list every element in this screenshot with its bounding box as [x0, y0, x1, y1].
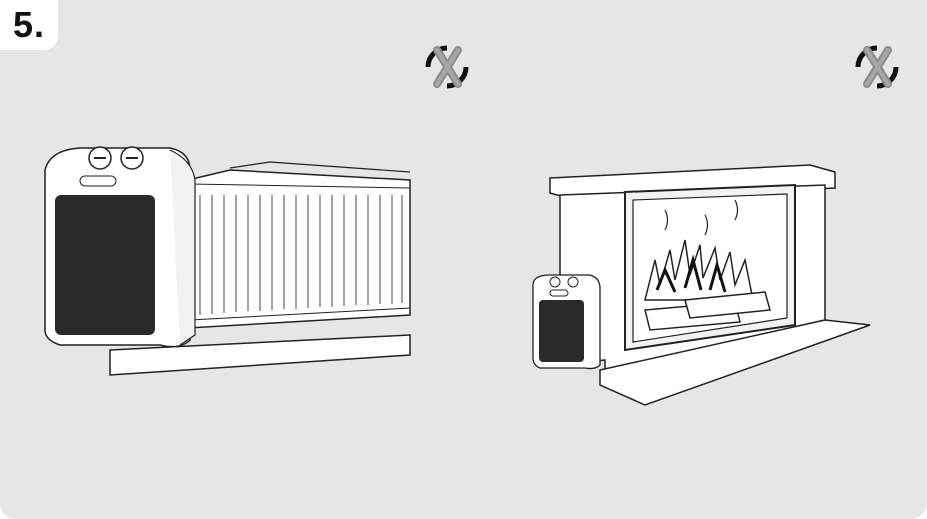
- heater-fireplace-illustration: [525, 160, 885, 410]
- step-number: 5.: [0, 0, 58, 50]
- fan-heater: [45, 147, 195, 347]
- radiator: [188, 162, 410, 328]
- fan-heater-small: [533, 275, 600, 369]
- prohibited-x-icon: [848, 38, 906, 96]
- heater-radiator-illustration: [40, 140, 420, 390]
- prohibited-x-icon: [418, 38, 476, 96]
